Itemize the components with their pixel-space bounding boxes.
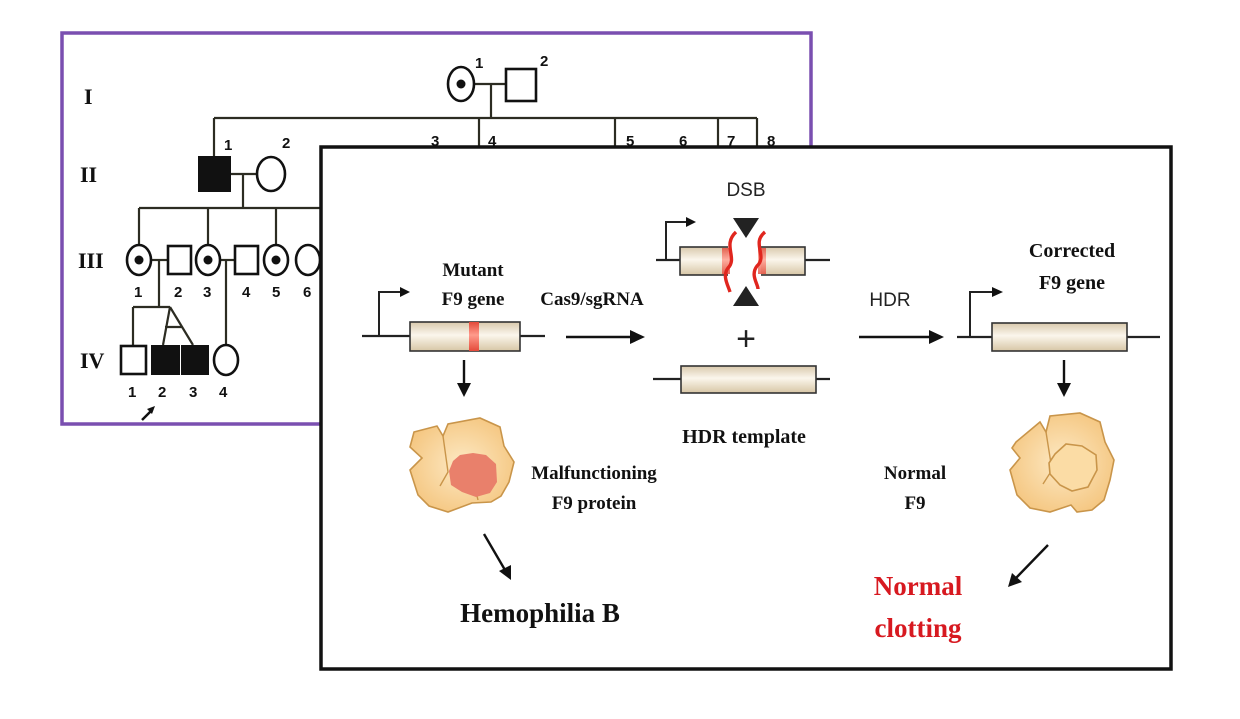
malfunctioning-protein-icon xyxy=(409,417,515,513)
mutant-gene-label-line2: F9 gene xyxy=(442,289,505,310)
mutant-gene-label-line1: Mutant xyxy=(442,260,504,281)
normal-f9-label-line1: Normal xyxy=(884,463,946,484)
individual-III-4 xyxy=(233,244,260,276)
individual-I-1 xyxy=(446,65,476,103)
normal-clotting-label-line2: clotting xyxy=(875,613,962,643)
individual-IV-1 xyxy=(119,344,148,376)
hdr-arrowhead-icon xyxy=(929,330,944,344)
individual-IV-3-affected xyxy=(181,345,209,375)
label-IV-4: 4 xyxy=(219,384,228,401)
cas9-sgrna-label: Cas9/sgRNA xyxy=(540,289,644,310)
malfunctioning-protein-label-line1: Malfunctioning xyxy=(531,463,657,484)
hemophilia-b-label: Hemophilia B xyxy=(460,598,620,628)
generation-label-IV: IV xyxy=(80,348,105,373)
carrier-dot xyxy=(456,79,466,89)
generation-label-III: III xyxy=(78,248,104,273)
generation-label-I: I xyxy=(84,84,93,109)
corrected-gene-label-line1: Corrected xyxy=(1029,240,1115,262)
promoter-arrow-icon xyxy=(378,291,404,336)
gene-box xyxy=(409,321,521,352)
mutant-core xyxy=(449,453,497,497)
label-II-7: 7 xyxy=(727,133,735,150)
label-II-2: 2 xyxy=(282,135,290,152)
label-IV-1: 1 xyxy=(128,384,136,401)
dsb-cut-end-left xyxy=(723,230,738,293)
cut-triangle-bottom-icon xyxy=(733,286,759,306)
label-III-5: 5 xyxy=(272,284,280,301)
label-II-3: 3 xyxy=(431,133,439,150)
corrected-gene-label-line2: F9 gene xyxy=(1039,272,1105,294)
dsb-label: DSB xyxy=(726,180,765,201)
mutation-site xyxy=(469,322,479,351)
individual-IV-4 xyxy=(212,343,240,377)
individual-IV-2-affected-proband xyxy=(151,345,180,375)
corrected-gene xyxy=(957,287,1160,352)
label-II-1: 1 xyxy=(224,137,232,154)
gene-box xyxy=(991,322,1128,352)
crispr-panel: Mutant F9 gene Cas9/sgRNA DSB + H xyxy=(319,145,1173,671)
arrow-to-hemophilia xyxy=(482,533,507,571)
label-IV-3: 3 xyxy=(189,384,197,401)
label-III-2: 2 xyxy=(174,284,182,301)
cut-triangle-top-icon xyxy=(733,218,759,238)
label-III-1: 1 xyxy=(134,284,142,301)
individual-I-2 xyxy=(504,67,538,103)
arrow-to-normal-clotting xyxy=(1015,544,1049,579)
gene-box xyxy=(680,365,817,394)
label-III-6: 6 xyxy=(303,284,311,301)
proband-arrow-icon xyxy=(141,406,155,421)
individual-II-2 xyxy=(255,155,287,193)
label-II-8: 8 xyxy=(767,133,775,150)
individual-III-2 xyxy=(166,244,193,276)
individual-III-3-carrier xyxy=(194,243,222,277)
mutant-gene xyxy=(362,287,545,352)
individual-III-6 xyxy=(294,243,322,277)
hdr-template-label: HDR template xyxy=(682,426,806,448)
label-III-4: 4 xyxy=(242,284,251,301)
individual-III-5-carrier xyxy=(262,243,290,277)
promoter-arrow-icon xyxy=(665,221,689,260)
individual-II-1-affected xyxy=(198,156,231,192)
hdr-label: HDR xyxy=(869,290,910,311)
normal-protein-icon xyxy=(1009,412,1115,513)
normal-core xyxy=(1048,443,1098,492)
pedigree-lines xyxy=(131,82,759,346)
label-II-4: 4 xyxy=(488,133,497,150)
label-I-2: 2 xyxy=(540,53,548,70)
normal-clotting-label-line1: Normal xyxy=(874,571,963,601)
dsb-gene xyxy=(656,217,830,306)
label-IV-2: 2 xyxy=(158,384,166,401)
individual-III-1-carrier xyxy=(125,243,153,277)
label-I-1: 1 xyxy=(475,55,483,72)
hdr-template-gene xyxy=(653,365,830,394)
label-II-6: 6 xyxy=(679,133,687,150)
plus-sign: + xyxy=(736,320,756,358)
promoter-arrow-icon xyxy=(969,291,995,337)
dsb-cut-end-right xyxy=(752,230,767,290)
label-III-3: 3 xyxy=(203,284,211,301)
cas9-arrowhead-icon xyxy=(630,330,645,344)
malfunctioning-protein-label-line2: F9 protein xyxy=(552,493,637,514)
generation-label-II: II xyxy=(80,162,97,187)
label-II-5: 5 xyxy=(626,133,634,150)
normal-f9-label-line2: F9 xyxy=(904,493,925,514)
